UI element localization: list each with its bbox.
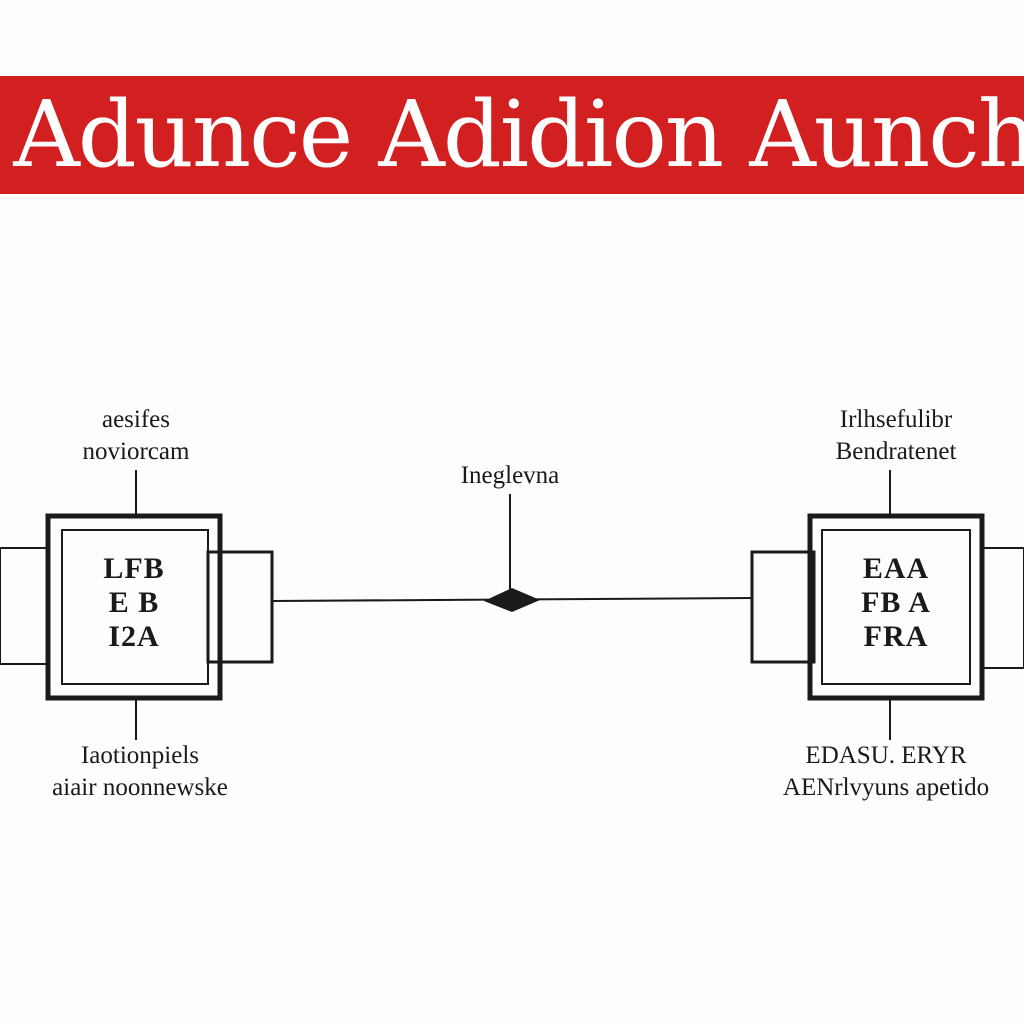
left-chip-line-3: I2A <box>108 620 160 653</box>
center-link <box>271 494 753 612</box>
left-top-label-line-2: noviorcam <box>82 438 190 465</box>
right-top-label-line-1: Irlhsefulibr <box>839 406 953 433</box>
right-chip-text: EAA FB A FRA <box>842 552 950 654</box>
center-label: Ineglevna <box>418 460 602 492</box>
right-chip-inner <box>821 529 971 685</box>
left-side-tab-inner <box>206 550 274 664</box>
left-top-label-line-1: aesifes <box>101 406 171 433</box>
left-bottom-label-line-2: aiair noonnewske <box>52 774 228 801</box>
right-chip-line-2: FB A <box>861 586 931 619</box>
right-chip-line-1: EAA <box>862 552 930 585</box>
right-top-label-line-2: Bendratenet <box>835 438 957 465</box>
banner-title: ar Adunce Adidion Aunches <box>0 81 1024 188</box>
right-chip-line-3: FRA <box>863 620 929 653</box>
left-bottom-label-line-1: Iaotionpiels <box>80 742 200 769</box>
center-arrowhead <box>484 588 540 612</box>
left-bottom-label: Iaotionpiels aiair noonnewske <box>10 740 270 804</box>
left-chip-text: LFB E B I2A <box>82 552 186 654</box>
center-label-text: Ineglevna <box>460 462 560 489</box>
left-chip-line-1: LFB <box>103 552 165 585</box>
left-side-tab-outer <box>0 547 49 665</box>
title-banner: ar Adunce Adidion Aunches <box>0 76 1024 194</box>
right-top-label: Irlhsefulibr Bendratenet <box>790 404 1002 468</box>
right-side-tab-outer <box>981 547 1024 669</box>
right-bottom-label-line-2: AENrlvyuns apetido <box>782 774 990 801</box>
left-chip-body <box>45 513 223 701</box>
left-chip-line-2: E B <box>108 586 160 619</box>
left-top-label: aesifes noviorcam <box>30 404 242 468</box>
right-bottom-label-line-1: EDASU. ERYR <box>805 742 967 769</box>
right-side-tab-inner <box>750 550 816 664</box>
left-module <box>0 470 274 740</box>
right-bottom-label: EDASU. ERYR AENrlvyuns apetido <box>748 740 1024 804</box>
right-module <box>750 470 1024 740</box>
